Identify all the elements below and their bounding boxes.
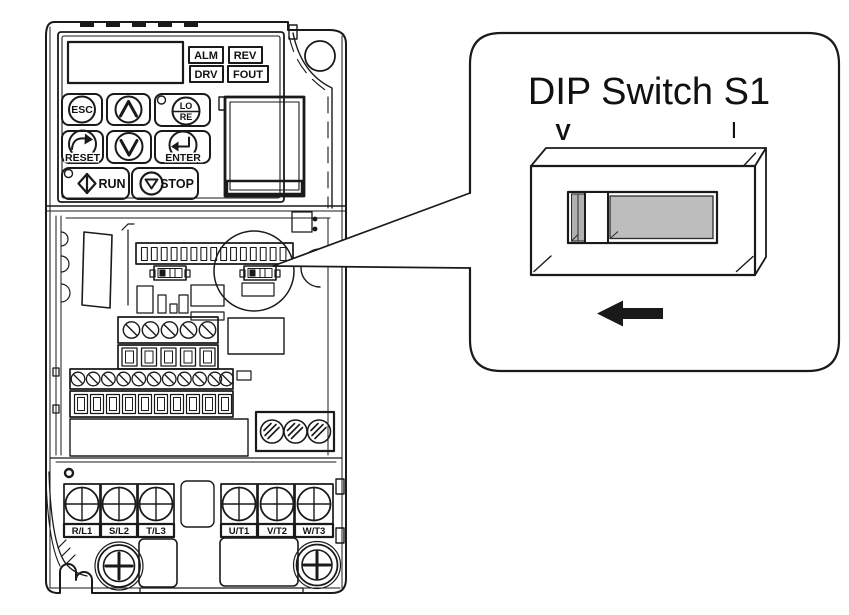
stop-circle-icon (139, 171, 164, 196)
terminal-label-s-l2: S/L2 (109, 526, 129, 537)
power-terminal-block (254, 410, 336, 453)
terminal-labels: R/L1 S/L2 T/L3 U/T1 V/T2 W/T3 (62, 522, 335, 539)
terminal-label-v-t2: V/T2 (267, 526, 287, 537)
down-arrow-button (106, 130, 152, 164)
mounting-hole (304, 40, 336, 72)
lo-label: LO (180, 101, 193, 111)
down-arrow-icon (119, 139, 139, 157)
callout-bubble (468, 31, 841, 373)
mounting-screw-left (94, 541, 144, 591)
control-terminal-lower (69, 368, 249, 457)
circuit-board (52, 211, 336, 457)
callout-content: DIP Switch S1 V I (528, 71, 770, 327)
up-arrow-button (106, 93, 151, 126)
terminal-screws (64, 486, 332, 522)
enter-button-label: ENTER (165, 152, 201, 164)
mounting-screw-right (292, 540, 342, 590)
enter-return-icon (177, 136, 190, 148)
stop-button-label: STOP (160, 177, 194, 191)
switch-position-v-label: V (555, 119, 571, 145)
switch-position-i-label: I (731, 117, 737, 143)
drive-outline (45, 21, 347, 594)
up-arrow-icon (119, 100, 138, 118)
reset-button-label: RESET (65, 152, 101, 164)
run-button: RUN (61, 167, 130, 200)
vent-slots-icon (80, 23, 198, 27)
keypad: ALM REV DRV FOUT ESC LO RE (57, 23, 306, 203)
control-terminal-upper (117, 316, 219, 370)
terminal-label-r-l1: R/L1 (72, 526, 93, 537)
board-components (136, 211, 321, 381)
terminal-divider (180, 480, 215, 528)
board-switch-s3 (149, 265, 191, 281)
run-button-label: RUN (98, 177, 125, 191)
board-switch-s1 (239, 265, 281, 281)
reset-button: RESET (61, 129, 104, 166)
highlight-circle (213, 230, 295, 312)
stop-button: STOP (131, 167, 199, 200)
status-indicators: ALM REV DRV FOUT (188, 46, 269, 83)
esc-button: ESC (61, 93, 103, 126)
lo-re-button: LO RE (154, 93, 211, 127)
switch-slider-knob (584, 191, 609, 244)
option-port-cover (218, 95, 306, 198)
reset-arrow-icon (71, 137, 86, 150)
run-led-icon (63, 168, 74, 179)
switch-groove (609, 195, 714, 240)
indicator-rev: REV (234, 50, 257, 62)
dip-switch-s1-detail (529, 147, 767, 327)
callout-title: DIP Switch S1 (528, 71, 770, 113)
lcd-display (66, 40, 185, 85)
capacitor-component (81, 231, 113, 309)
run-diamond-icon (77, 172, 97, 195)
callout-wedge (272, 192, 471, 269)
indicator-fout: FOUT (233, 69, 263, 81)
esc-button-label: ESC (71, 104, 93, 116)
terminal-label-u-t1: U/T1 (229, 526, 250, 537)
re-label: RE (180, 112, 193, 122)
lo-re-led-icon (156, 95, 167, 105)
terminal-label-w-t3: W/T3 (303, 526, 326, 537)
pin-header-strip (135, 242, 294, 265)
main-terminal-zone: R/L1 S/L2 T/L3 U/T1 V/T2 W/T3 (49, 457, 343, 594)
indicator-alm: ALM (194, 50, 218, 62)
indicator-drv: DRV (194, 69, 218, 81)
board-hole (63, 467, 75, 479)
slide-direction-arrow-icon (597, 300, 663, 327)
terminal-label-t-l3: T/L3 (146, 526, 166, 537)
enter-button: ENTER (154, 130, 211, 166)
